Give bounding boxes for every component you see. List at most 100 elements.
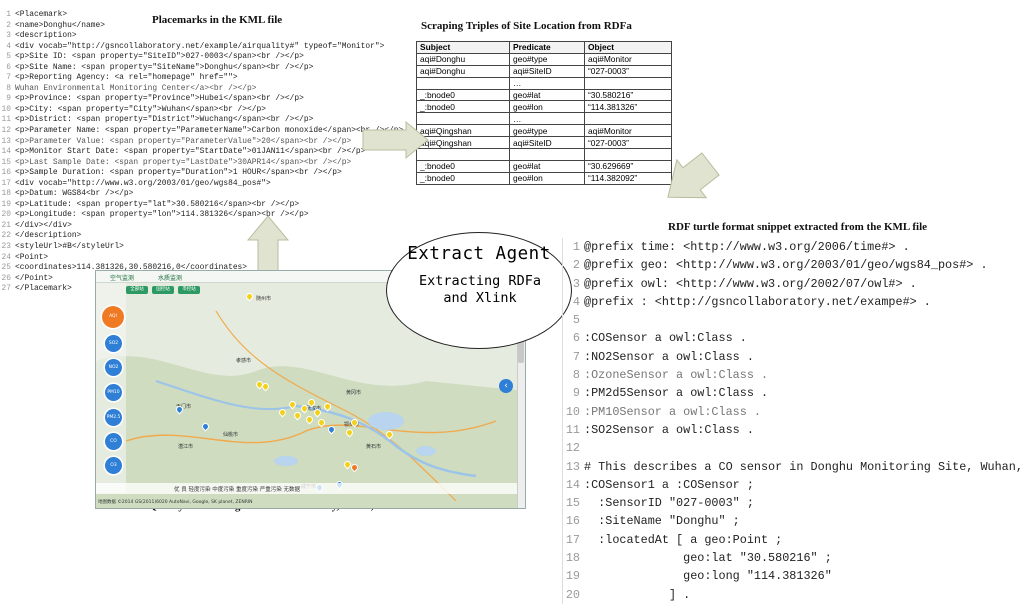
line-number: 3 (572, 276, 580, 291)
code-line: 23 <styleUrl>#B</styleUrl> (0, 242, 415, 253)
code-line: 24<Point> (0, 253, 415, 264)
line-number: 10 (565, 404, 580, 419)
pollutant-button[interactable]: AQI (102, 306, 124, 328)
turtle-code-panel: 1@prefix time: <http://www.w3.org/2006/t… (562, 238, 1026, 604)
filter-all-sites-button[interactable]: 全部站 (126, 286, 148, 294)
map-terrain (96, 283, 525, 508)
arrow-table-to-turtle (667, 152, 720, 199)
tab-air-monitoring[interactable]: 空气监测 (110, 275, 135, 282)
line-text: <coordinates>114.381326,30.580216,0</coo… (15, 263, 248, 273)
line-number: 13 (1, 136, 11, 146)
line-number: 23 (1, 242, 11, 252)
collapse-panel-button[interactable]: ‹ (499, 379, 513, 393)
line-text: <p>Province: <span property="Province">H… (15, 94, 304, 104)
line-text: @prefix time: <http://www.w3.org/2006/ti… (584, 240, 910, 254)
line-text: @prefix geo: <http://www.w3.org/2003/01/… (584, 258, 988, 273)
line-text: @prefix : <http://gsncollaboratory.net/e… (584, 294, 931, 309)
code-line: 6:COSensor a owl:Class . (563, 329, 1026, 347)
pollutant-button[interactable]: PM2.5 (105, 409, 122, 426)
code-line: 17 <div vocab="http://www.w3.org/2003/01/… (0, 179, 415, 190)
place-label: 仙桃市 (223, 432, 239, 438)
rdfa-heading: Scraping Triples of Site Location from R… (421, 20, 632, 32)
code-line: 21 </div></div> (0, 221, 415, 232)
line-text: :COSensor1 a :COSensor ; (584, 477, 754, 492)
line-number: 9 (6, 94, 11, 104)
line-number: 17 (1, 178, 11, 188)
pollutant-button[interactable]: CO (105, 433, 122, 450)
line-text: <p>Reporting Agency: <a rel="homepage" h… (15, 73, 238, 83)
line-text: <p>Latitude: <span property="lat">30.580… (15, 199, 300, 209)
code-line: 20<p>Longitude: <span property="lon">114… (0, 210, 415, 221)
code-line: 20 ] . (563, 586, 1026, 604)
flow-arrows (246, 120, 720, 279)
code-line: 7<p>Reporting Agency: <a rel="homepage" … (0, 73, 415, 84)
pollutant-button[interactable]: O3 (105, 457, 122, 474)
agent-title: Extract Agent (407, 244, 551, 264)
code-line: 10<p>City: <span property="City">Wuhan</… (0, 105, 415, 116)
place-label: 随州市 (256, 296, 272, 302)
code-line: 27</Placemark> (0, 284, 415, 295)
code-line: 13 <p>Parameter Value: <span property="Pa… (0, 137, 415, 148)
place-label: 潜江市 (178, 444, 194, 450)
line-number: 18 (1, 189, 11, 199)
line-number: 6 (572, 331, 580, 346)
triple-object-cell: “027-0003” (584, 64, 672, 78)
line-number: 16 (1, 168, 11, 178)
filter-national-sites-button[interactable]: 国控站 (152, 286, 174, 294)
code-line: 16 :SiteName "Donghu" ; (563, 512, 1026, 530)
line-number: 18 (565, 551, 580, 566)
code-line: 9 :PM2d5Sensor a owl:Class . (563, 384, 1026, 402)
place-label: 武汉市 (306, 406, 322, 412)
extract-agent-bubble: Extract Agent Extracting RDFa and Xlink (386, 232, 572, 349)
pollutant-button[interactable]: SO2 (105, 335, 122, 352)
line-number: 6 (6, 62, 11, 72)
code-line: 7:NO2Sensor a owl:Class . (563, 348, 1026, 366)
triple-object-cell (584, 76, 672, 90)
code-line: 22</description> (0, 231, 415, 242)
line-number: 25 (1, 263, 11, 273)
line-number: 21 (1, 220, 11, 230)
line-text: :PM2d5Sensor a owl:Class . (584, 386, 769, 401)
line-text: <p>Monitor Start Date: <span property="S… (15, 147, 366, 157)
line-number: 5 (6, 52, 11, 62)
line-number: 15 (1, 157, 11, 167)
line-text: <description> (15, 31, 77, 41)
line-number: 12 (1, 126, 11, 136)
filter-city-sites-button[interactable]: 市控站 (178, 286, 200, 294)
line-text: <p>Parameter Value: <span property="Para… (15, 136, 352, 146)
pollutant-button[interactable]: PM10 (105, 384, 122, 401)
line-number: 14 (1, 147, 11, 157)
line-text: :SO2Sensor a owl:Class . (584, 422, 754, 437)
line-text: </Point> (15, 273, 53, 283)
code-line: 19 geo:long "114.381326" (563, 567, 1026, 585)
line-text: :PM10Sensor a owl:Class . (584, 404, 761, 419)
code-line: 4@prefix : <http://gsncollaboratory.net/… (563, 293, 1026, 311)
place-label: 孝感市 (236, 358, 252, 364)
line-text: <styleUrl>#B</styleUrl> (15, 242, 124, 252)
line-text: </div></div> (15, 220, 72, 230)
line-number: 14 (565, 477, 580, 492)
line-text: <Point> (15, 252, 49, 262)
line-number: 2 (6, 20, 11, 30)
triple-predicate-cell: aqi#SiteID (509, 64, 585, 78)
line-text: :SiteName "Donghu" ; (584, 514, 740, 529)
code-line: 25 <coordinates>114.381326,30.580216,0</c… (0, 263, 415, 274)
tab-water-monitoring[interactable]: 水质监测 (158, 275, 183, 282)
code-line: 13# This describes a CO sensor in Donghu… (563, 458, 1026, 476)
line-number: 9 (572, 386, 580, 401)
place-label: 黄石市 (366, 444, 382, 450)
pollutant-button[interactable]: NO2 (105, 359, 122, 376)
agent-subtitle: Extracting RDFa and Xlink (419, 273, 541, 306)
code-line: 18 geo:lat "30.580216" ; (563, 549, 1026, 567)
line-text: <div vocab="http://www.w3.org/2003/01/ge… (15, 178, 271, 188)
code-line: 2<name>Donghu</name> (0, 21, 415, 32)
line-number: 11 (1, 115, 11, 125)
map-legend: 优 良 轻度污染 中度污染 重度污染 严重污染 无数据 (96, 483, 525, 494)
line-number: 22 (1, 231, 11, 241)
line-text: <p>City: <span property="City">Wuhan</sp… (15, 104, 266, 114)
